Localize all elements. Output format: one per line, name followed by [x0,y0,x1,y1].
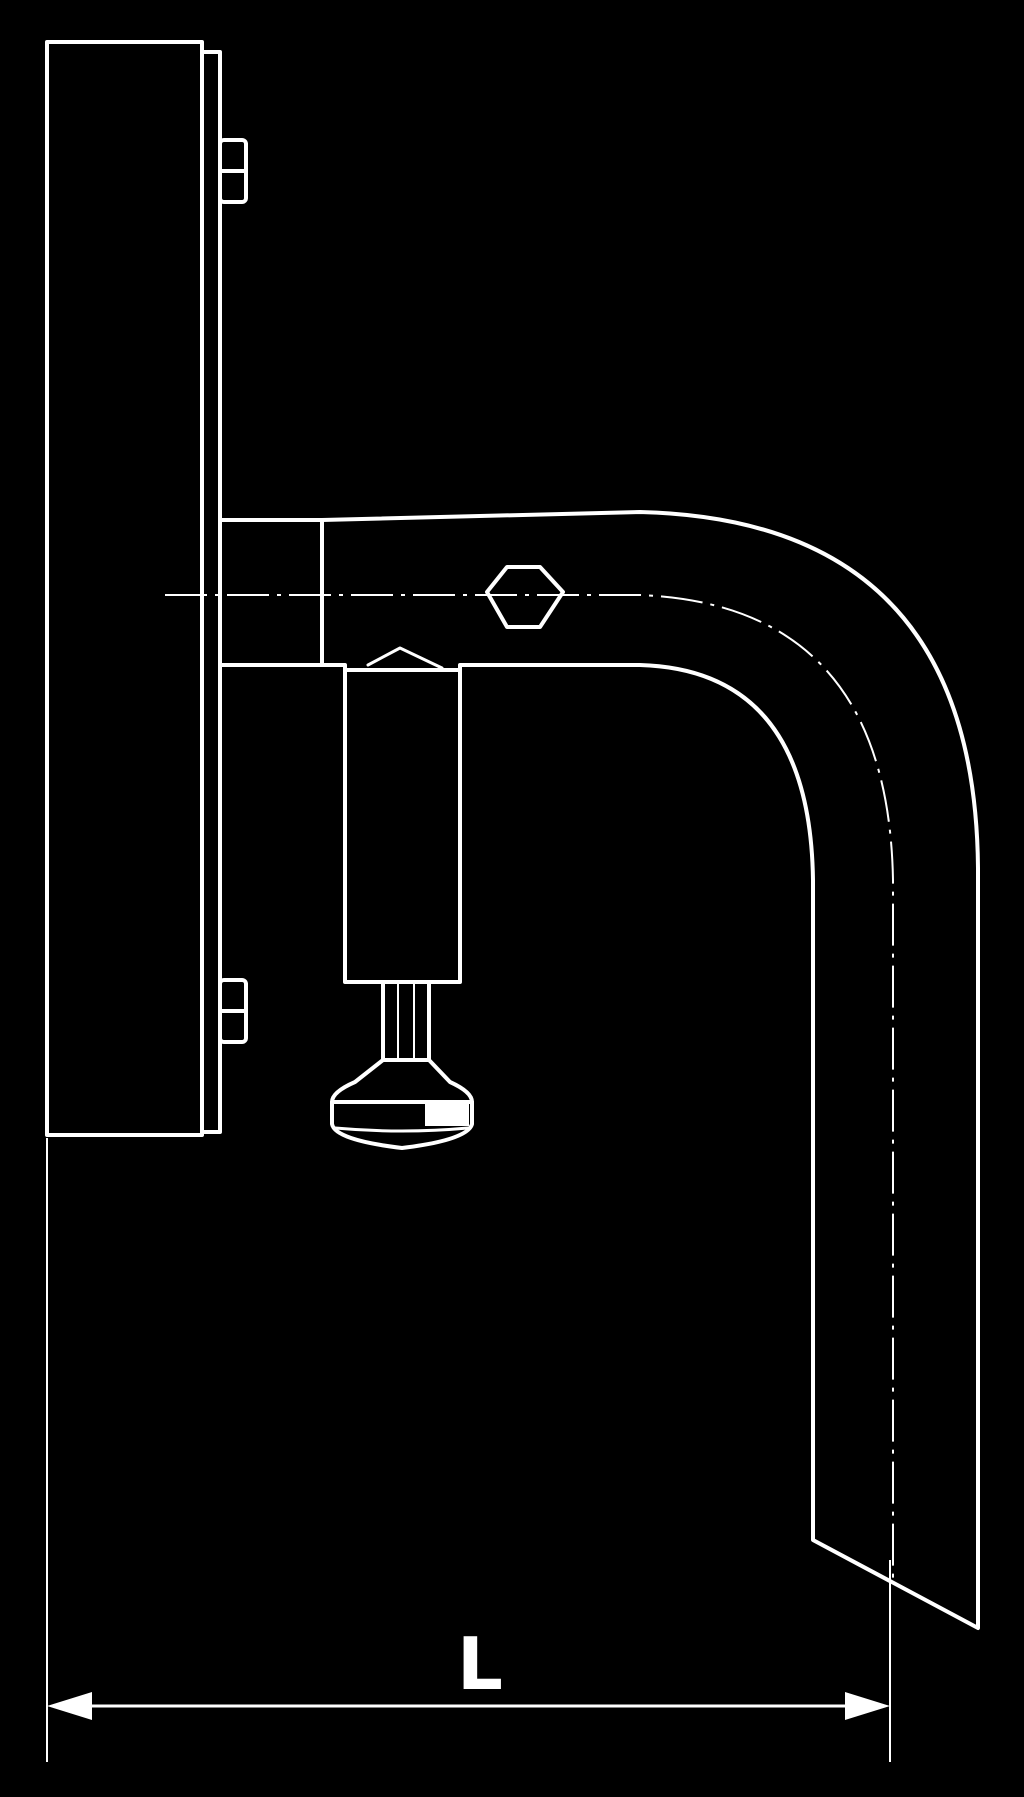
dimension-label: L [457,1622,503,1706]
dimension-L [46,1138,891,1762]
arrowhead-right [845,1692,890,1720]
bent-tube [320,510,980,1630]
screw-shaft [381,980,431,1062]
arrowhead-left [47,1692,92,1720]
bolt-upper [218,138,248,204]
bolt-lower [218,978,248,1044]
screw-housing [343,646,462,984]
arm-stub [218,518,324,667]
wall-plate [45,40,222,1137]
hex-nut [485,565,565,629]
center-lines [165,594,894,1580]
knob [330,1058,474,1150]
